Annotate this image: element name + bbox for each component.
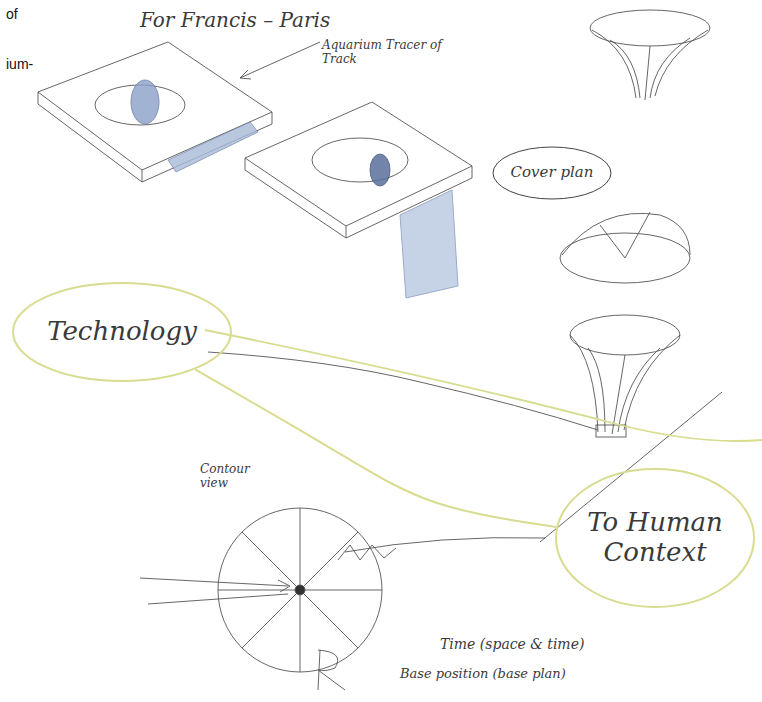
trumpet-base [596,425,626,437]
oval-note: To Human Context [555,468,755,608]
handwritten-note: Contour view [200,462,280,491]
slab-top [38,42,272,170]
wheel-rim [218,508,382,672]
platform-sketches [38,10,722,690]
oval-outline [493,147,611,199]
input-arrows [140,578,290,604]
sketch-title: For Francis – Paris [140,8,330,32]
connector-line [195,369,556,527]
trumpet-stem [592,30,708,100]
handwritten-note: Aquarium Tracer of Track [322,38,442,67]
sketch-line [208,352,598,430]
oval-outline [556,469,754,607]
track-bar [400,190,458,298]
slab-corner [142,170,143,182]
leader-head [240,70,251,79]
trumpet-stem [570,335,680,434]
handwritten-note: Base position (base plan) [400,666,680,682]
handwritten-note: Time (space & time) [440,636,670,653]
handwritten-note: ium- [6,56,66,73]
leader-line [240,42,320,78]
scribble [338,545,396,560]
dish-outline [312,138,408,182]
sketch-line [345,538,545,552]
oval-note: Technology [12,282,232,382]
dish-shading [131,80,159,124]
sketch-mark [318,650,345,690]
oval-text: Technology [45,317,199,347]
oval-text: To Human Context [585,508,725,568]
dish-shading [370,154,390,186]
oval-text: Cover plan [510,164,594,181]
dome-ribs [562,212,690,258]
handwritten-note: of [6,6,46,23]
oval-note: Cover plan [492,146,612,200]
wheel-hub [295,585,305,595]
track-bar [168,122,258,172]
trumpet-rim [570,315,680,355]
slab-corner [346,226,347,238]
oval-outline [13,283,231,381]
wheel-spokes [218,508,382,672]
